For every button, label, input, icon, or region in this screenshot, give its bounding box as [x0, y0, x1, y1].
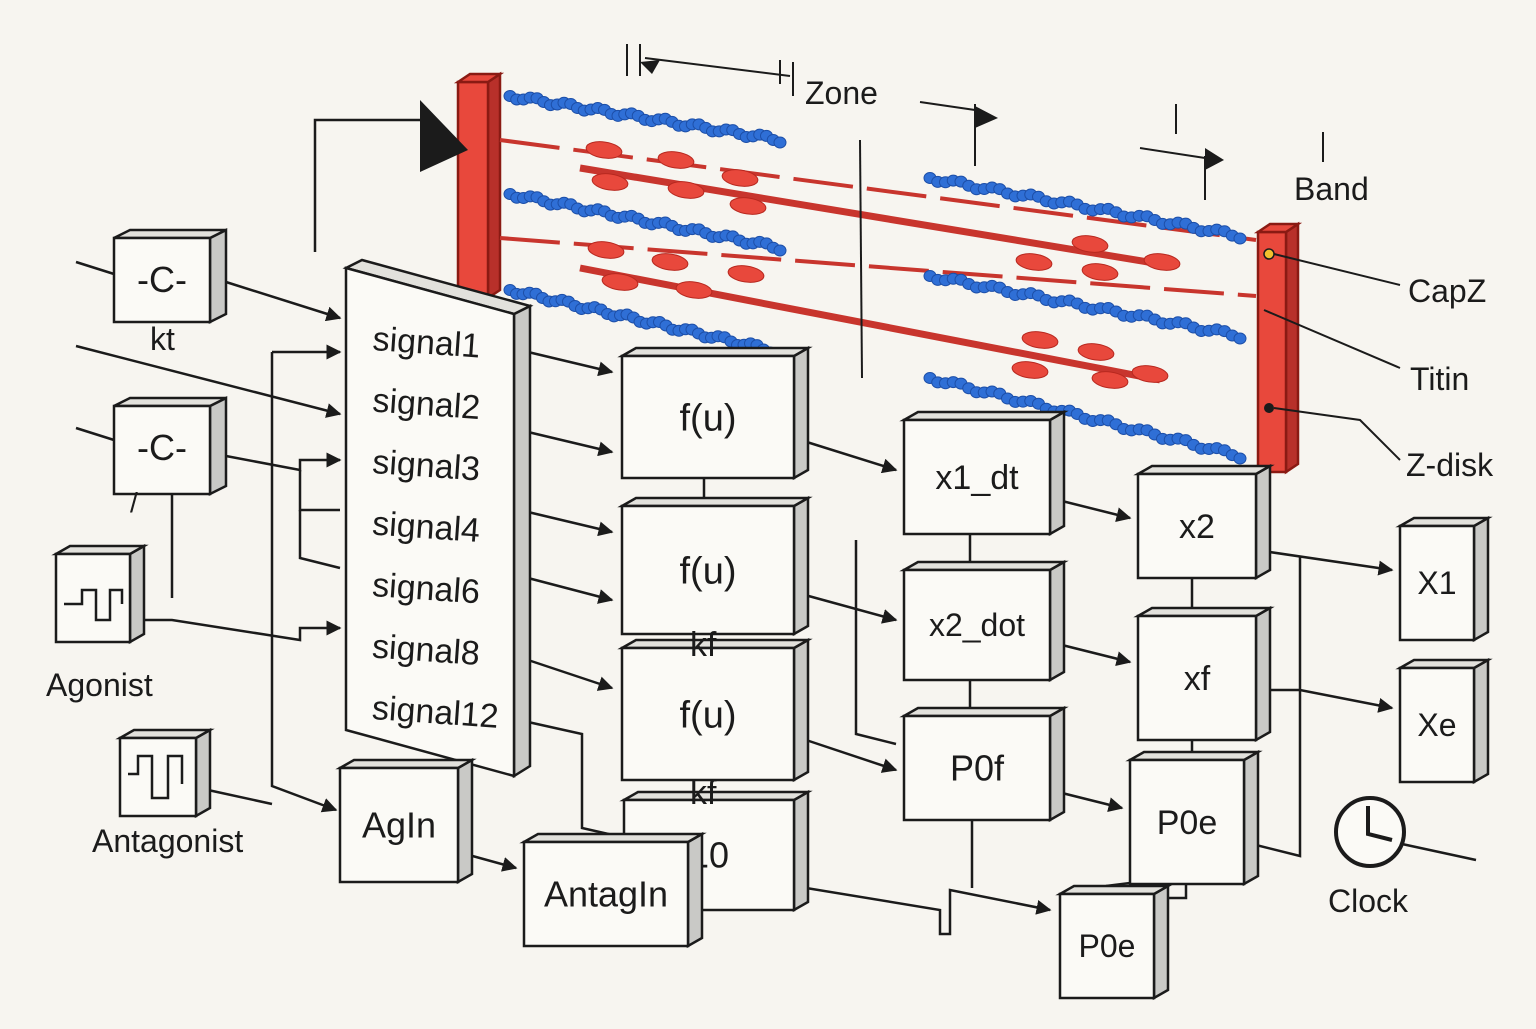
antagonist-label: Antagonist [92, 823, 243, 859]
myosin-head [667, 181, 705, 199]
actin-bead [1233, 452, 1247, 465]
agin-block-label: AgIn [362, 805, 436, 846]
myosin-head [1081, 263, 1119, 281]
actin-bead [1233, 332, 1247, 345]
myosin-head [675, 281, 713, 299]
right-z-disk [1253, 221, 1303, 475]
left-z-disk [453, 71, 505, 301]
myosin-head [657, 151, 695, 169]
processing-blocks: f(u)f(u)f(u)10AgInAntagInx1_dtx2_dotP0fx… [335, 345, 1493, 1001]
p0f-block-label: P0f [950, 748, 1005, 789]
myosin-head [1077, 343, 1115, 361]
p0e2-block-label: P0e [1079, 928, 1136, 964]
signal-bus-block[interactable]: signal1 signal2 signal3 signal4 signal6 signa… [342, 258, 534, 779]
xe-output-block-label: Xe [1417, 707, 1456, 743]
band-label: Band [1294, 171, 1369, 207]
p0e2-block[interactable]: P0e [1055, 883, 1173, 1001]
x1-output-block[interactable]: X1 [1395, 515, 1493, 643]
p0e-block[interactable]: P0e [1125, 749, 1263, 887]
fu2-block[interactable]: f(u) [617, 495, 813, 637]
m-line [859, 139, 863, 379]
fu2-gain-label: kf [690, 626, 717, 664]
sarcomere-illustration: Zone Band CapZ Titin Z-disk [453, 44, 1494, 483]
signal-item: signal4 [371, 505, 481, 550]
myosin-head [1143, 253, 1181, 271]
zone-label: Zone [805, 75, 878, 111]
constant-kt-label: kt [150, 321, 175, 357]
signal-item: signal6 [371, 566, 481, 611]
signal-item: signal12 [371, 689, 500, 736]
myosin-head [1131, 365, 1169, 383]
myosin-head [591, 173, 629, 191]
zone-bracket: Zone Band [626, 44, 1369, 207]
antagin-block[interactable]: AntagIn [519, 831, 707, 949]
fu3-block-label: f(u) [680, 694, 737, 736]
capz-marker [1263, 248, 1275, 260]
x2dot-block[interactable]: x2_dot [899, 559, 1069, 683]
agonist-label: Agonist [46, 667, 153, 703]
p0f-block[interactable]: P0f [899, 705, 1069, 823]
actin-bead [773, 136, 787, 149]
myosin-head [601, 273, 639, 291]
x1-output-block-label: X1 [1417, 565, 1456, 601]
signal-item: signal1 [371, 320, 481, 365]
x2dot-block-label: x2_dot [929, 607, 1025, 643]
myosin-head [1011, 361, 1049, 379]
constant-kt-text: -C- [137, 259, 187, 300]
myosin-head [585, 141, 623, 159]
myosin-head [1021, 331, 1059, 349]
xf-block-label: xf [1184, 660, 1211, 698]
z-disk-marker [1264, 403, 1274, 413]
xe-output-block[interactable]: Xe [1395, 657, 1493, 785]
clock-block[interactable] [1334, 796, 1406, 868]
fu3-gain-label: kf [690, 774, 717, 812]
antagonist-pulse-block[interactable] [115, 727, 215, 819]
fu2-block-label: f(u) [680, 550, 737, 592]
pulse-icon [128, 754, 184, 800]
constant-block-2[interactable]: -C- [112, 395, 228, 497]
actin-bead [1233, 232, 1247, 245]
antagin-block-label: AntagIn [544, 874, 668, 915]
signal-item: signal8 [371, 628, 481, 673]
titin-label: Titin [1410, 361, 1469, 397]
constant-2-text: -C- [137, 427, 187, 468]
signal-item: signal2 [371, 382, 481, 427]
agin-block[interactable]: AgIn [335, 757, 477, 885]
x2-block[interactable]: x2 [1133, 463, 1275, 581]
z-disk-label: Z-disk [1406, 447, 1494, 483]
pulse-icon [64, 588, 124, 622]
myosin-head [1091, 371, 1129, 389]
clock-icon [1366, 806, 1393, 842]
constant-block-kt[interactable]: -C- [112, 227, 228, 325]
x1dt-block-label: x1_dt [935, 459, 1019, 497]
myosin-head [587, 241, 625, 259]
fu1-block[interactable]: f(u) [617, 345, 813, 481]
myosin-head [729, 197, 767, 215]
constant-2-label: / [130, 487, 138, 518]
myosin-head [1071, 235, 1109, 253]
myosin-heads [585, 141, 1181, 389]
capz-label: CapZ [1408, 273, 1486, 309]
sarcomere-callouts: CapZ Titin Z-disk [1263, 253, 1494, 483]
agonist-pulse-block[interactable] [51, 543, 149, 645]
actin-bead [773, 244, 787, 257]
signal-item: signal3 [371, 443, 481, 488]
myosin-head [1015, 253, 1053, 271]
p0e-block-label: P0e [1157, 804, 1218, 842]
fu3-block[interactable]: f(u) [617, 637, 813, 783]
myosin-head [727, 265, 765, 283]
actin-filaments [503, 90, 1247, 465]
fu1-block-label: f(u) [680, 397, 737, 439]
myosin-head [651, 253, 689, 271]
signal-list: signal1 signal2 signal3 signal4 signal6 signa… [371, 320, 500, 736]
x2-block-label: x2 [1179, 508, 1215, 546]
myosin-head [721, 169, 759, 187]
xf-block[interactable]: xf [1133, 605, 1275, 743]
clock-label: Clock [1328, 883, 1409, 919]
x1dt-block[interactable]: x1_dt [899, 409, 1069, 537]
